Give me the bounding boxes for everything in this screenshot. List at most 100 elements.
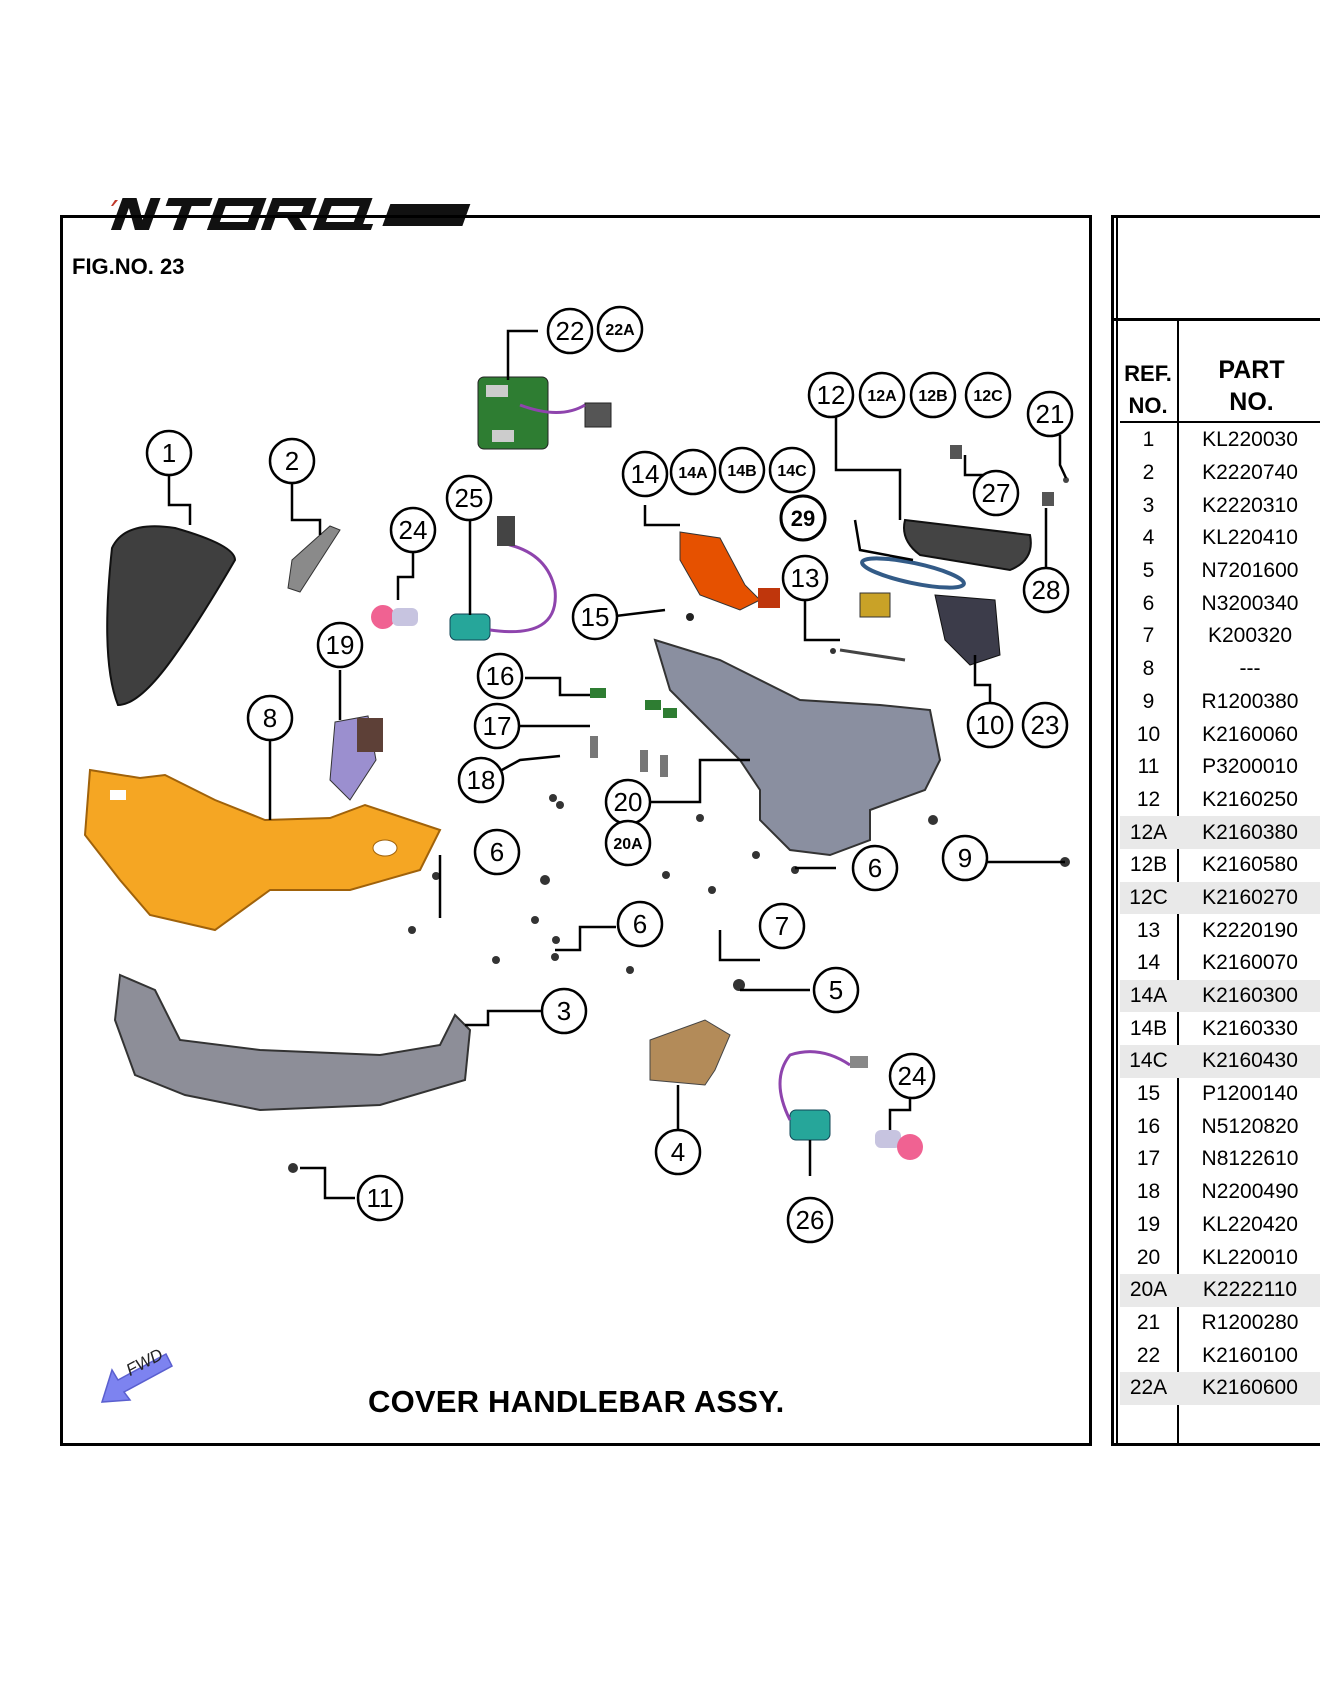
part-26-socket-wire — [778, 1050, 868, 1141]
ref-no-cell: 14A — [1120, 979, 1177, 1013]
figure-caption: COVER HANDLEBAR ASSY. — [368, 1384, 785, 1419]
table-row: 6 N3200340 — [1120, 587, 1320, 620]
svg-text:17: 17 — [483, 711, 512, 741]
part-no-cell: KL220010 — [1202, 1245, 1298, 1269]
callout-20: 20 — [604, 778, 652, 826]
part-no-cell: K2160070 — [1202, 951, 1298, 975]
svg-text:1: 1 — [162, 438, 176, 468]
svg-text:11: 11 — [367, 1183, 394, 1213]
table-row: 18 N2200490 — [1120, 1176, 1320, 1209]
ref-no-cell: 13 — [1136, 918, 1161, 942]
callout-25: 25 — [445, 474, 493, 522]
callout-2: 2 — [268, 437, 316, 485]
svg-text:23: 23 — [1031, 710, 1060, 740]
ref-no-cell: 11 — [1137, 755, 1160, 779]
figure-number: FIG.NO. 23 — [72, 254, 185, 279]
ref-no-cell: 8 — [1142, 657, 1155, 681]
callout-14b: 14B — [718, 446, 766, 494]
part-no-cell: K2160270 — [1177, 881, 1320, 915]
callout-26: 26 — [786, 1196, 834, 1244]
svg-text:25: 25 — [455, 483, 484, 513]
part-14-switch-assembly — [679, 531, 780, 611]
part-2-strip — [287, 525, 341, 593]
callout-8: 8 — [246, 694, 294, 742]
part-no-cell: K2160430 — [1177, 1045, 1320, 1078]
part-no-cell: N3200340 — [1201, 591, 1299, 615]
part-4-light-cover — [649, 1019, 731, 1086]
callout-14a: 14A — [669, 448, 717, 496]
ref-no-cell: 15 — [1136, 1082, 1161, 1106]
part-no-cell: K2160600 — [1177, 1371, 1320, 1405]
part-no-cell: --- — [1239, 657, 1261, 681]
svg-text:20A: 20A — [613, 836, 643, 853]
part-no-cell: K2160060 — [1202, 722, 1298, 746]
ref-no-cell: 3 — [1142, 493, 1155, 517]
callout-23: 23 — [1021, 701, 1069, 749]
part-no-cell: N5120820 — [1201, 1114, 1299, 1138]
part-no-cell: KL220420 — [1202, 1212, 1298, 1236]
callout-13: 13 — [781, 554, 829, 602]
ref-no-cell: 22 — [1136, 1343, 1161, 1367]
part-no-cell: K2160380 — [1177, 816, 1320, 849]
part-no-cell: N7201600 — [1201, 559, 1299, 583]
callout-6c: 6 — [616, 900, 664, 948]
part-20-inner-frame — [653, 638, 942, 857]
svg-text:2: 2 — [285, 446, 299, 476]
part-no-cell: K2222110 — [1177, 1273, 1320, 1307]
ref-no-cell: 18 — [1136, 1180, 1161, 1204]
callout-22a: 22A — [596, 305, 644, 353]
part-no-header: PART NO. — [1218, 356, 1285, 416]
callout-27: 27 — [972, 469, 1020, 517]
part-no-cell: K2160250 — [1202, 787, 1298, 811]
part-19-switch — [329, 715, 383, 801]
part-no-cell: N2200490 — [1201, 1180, 1299, 1204]
part-no-cell: KL220030 — [1202, 428, 1298, 452]
part-3-lower-cover — [113, 973, 472, 1112]
part-12-speedometer — [903, 518, 1032, 572]
part-no-cell: P1200140 — [1202, 1082, 1298, 1106]
figure-frame — [60, 215, 1092, 1446]
ref-no-header: REF. NO. — [1124, 361, 1172, 418]
callout-11: 11 — [356, 1174, 404, 1222]
forward-arrow-icon — [100, 1352, 173, 1403]
part-no-cell: R1200380 — [1201, 689, 1299, 713]
part-15-screw — [686, 613, 694, 621]
table-row: 5 N7201600 — [1120, 555, 1320, 588]
callout-5: 5 — [812, 966, 860, 1014]
callout-4: 4 — [654, 1128, 702, 1176]
ref-no-cell: 7 — [1142, 624, 1155, 648]
callout-6b: 6 — [851, 844, 899, 892]
ref-no-cell: 4 — [1142, 526, 1155, 550]
ref-no-cell: 5 — [1142, 559, 1155, 583]
ref-no-cell: 6 — [1142, 591, 1155, 615]
ref-no-cell: 12B — [1129, 853, 1168, 877]
part-8-handlebar-cover-orange — [83, 768, 442, 932]
part-25-socket-wire — [449, 516, 557, 641]
part-no-cell: K200320 — [1207, 624, 1293, 648]
callout-12: 12 — [807, 371, 855, 419]
svg-text:12A: 12A — [867, 388, 897, 405]
callout-12b: 12B — [909, 371, 957, 419]
callout-12a: 12A — [858, 371, 906, 419]
table-row: 8 --- — [1120, 653, 1320, 686]
svg-text:14C: 14C — [777, 463, 807, 480]
ref-no-cell: 16 — [1136, 1114, 1161, 1138]
svg-text:14: 14 — [631, 459, 660, 489]
callout-18: 18 — [457, 756, 505, 804]
table-row: 15 P1200140 — [1120, 1078, 1320, 1111]
svg-text:13: 13 — [791, 563, 820, 593]
part-11-screw — [288, 1163, 298, 1173]
callout-20a: 20A — [604, 819, 652, 867]
part-no-cell: P3200010 — [1202, 755, 1298, 779]
callout-14: 14 — [621, 450, 669, 498]
part-27-clip — [950, 445, 962, 459]
